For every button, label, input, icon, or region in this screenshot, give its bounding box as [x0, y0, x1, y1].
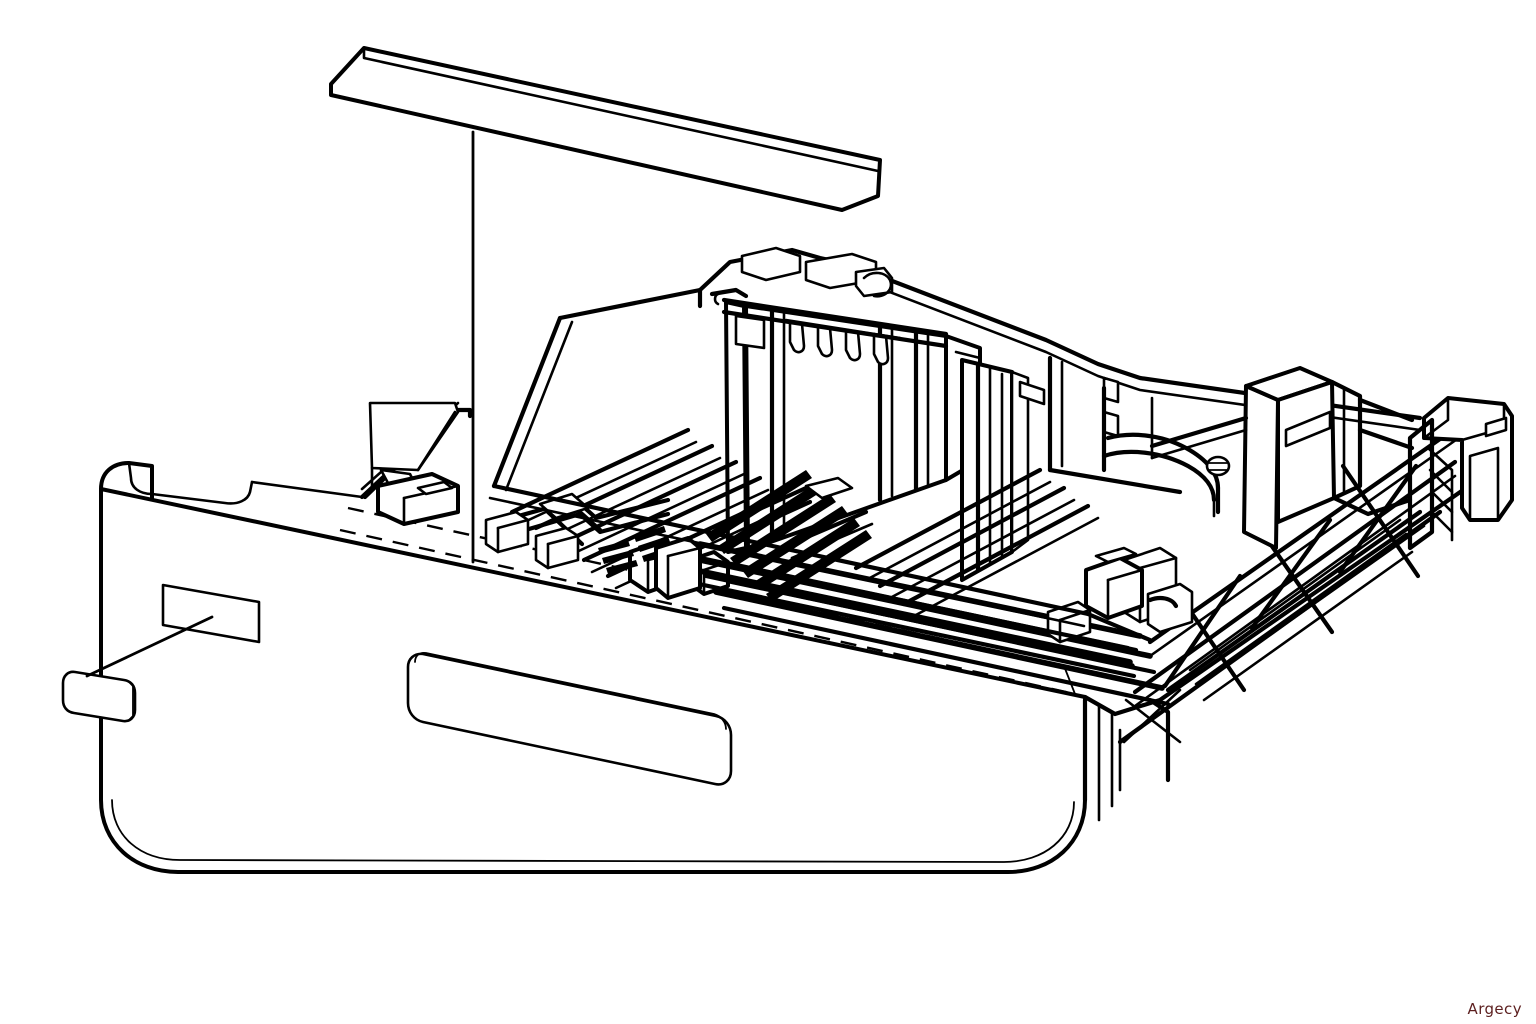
tray-front-bottom-edge [111, 799, 1075, 863]
left-deck-bracket [376, 472, 460, 526]
tray-handle-recess[interactable] [406, 651, 733, 786]
center-rear-block [1149, 366, 1415, 550]
separator-roller-area [741, 476, 874, 560]
id-label-plate [61, 670, 137, 723]
center-divider-rail [654, 536, 1137, 679]
rear-corner-frame [1407, 396, 1514, 551]
tray-rear-rim [491, 246, 1423, 492]
inner-deck-rim [488, 483, 1153, 643]
lower-right-blocks [1084, 546, 1179, 620]
id-label-plate-leader [85, 615, 214, 678]
side-paper-guide [960, 358, 1046, 582]
right-lattice-extra [1188, 518, 1414, 702]
separator-strip [329, 46, 882, 212]
watermark-argecy: Argecy [1467, 1000, 1522, 1018]
tray-front-face [99, 487, 1087, 874]
deck-detail-parts [484, 510, 638, 574]
